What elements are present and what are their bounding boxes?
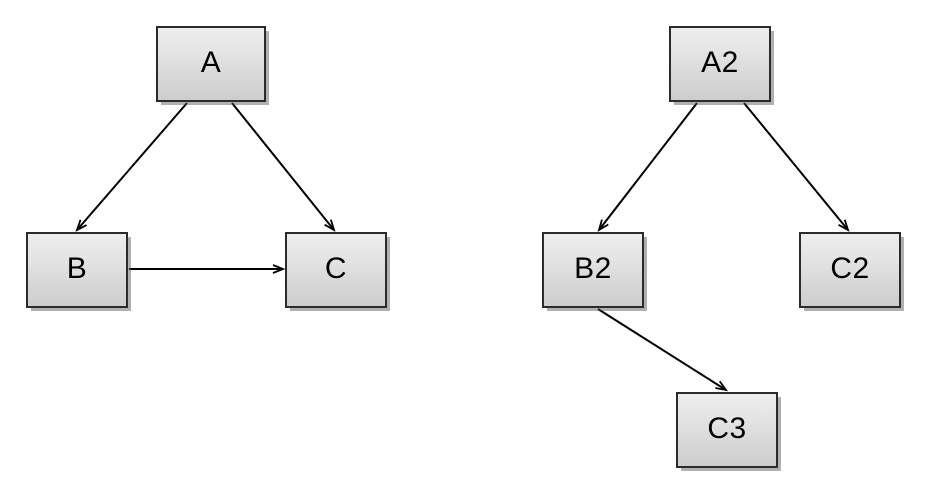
node-a[interactable]: A <box>156 26 266 102</box>
node-c3[interactable]: C3 <box>676 392 778 468</box>
node-a2-label: A2 <box>701 46 739 79</box>
edge-a2-to-b2 <box>597 102 698 232</box>
edge-b2-to-c3 <box>597 308 729 392</box>
node-c-label: C <box>324 252 348 285</box>
node-c2-label: C2 <box>830 252 870 285</box>
node-b[interactable]: B <box>26 232 128 308</box>
edge-a-to-b <box>75 102 188 232</box>
node-b-label: B <box>66 252 88 285</box>
node-b2-label: B2 <box>574 252 612 285</box>
node-a-label: A <box>200 46 222 79</box>
edge-a2-to-c2 <box>743 102 850 232</box>
node-a2[interactable]: A2 <box>669 26 771 102</box>
node-c3-label: C3 <box>707 412 747 445</box>
edge-a-to-c <box>231 102 336 232</box>
node-c2[interactable]: C2 <box>799 232 901 308</box>
node-c[interactable]: C <box>285 232 387 308</box>
node-b2[interactable]: B2 <box>542 232 644 308</box>
